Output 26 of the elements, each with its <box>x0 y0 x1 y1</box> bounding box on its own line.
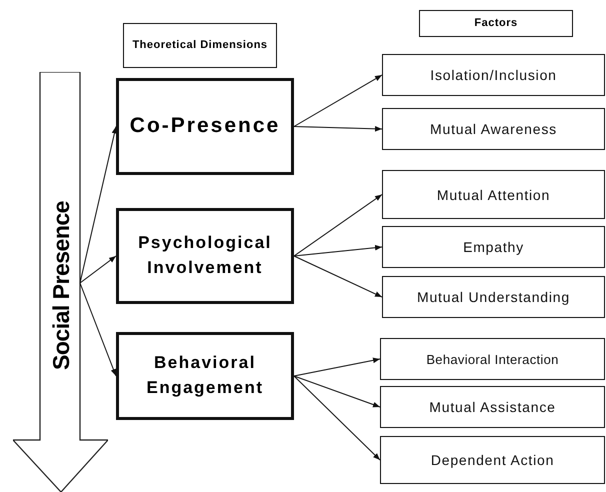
factor-box: Dependent Action <box>380 436 605 484</box>
factor-box: Empathy <box>382 226 605 268</box>
column-header: Factors <box>419 10 573 37</box>
factor-box: Isolation/Inclusion <box>382 54 605 96</box>
arrow <box>80 126 118 284</box>
dimension-box: Psychological Involvement <box>116 208 294 304</box>
factor-box: Mutual Attention <box>382 170 605 219</box>
arrow <box>294 376 380 408</box>
dimension-box: Co-Presence <box>116 78 294 175</box>
arrow <box>294 358 380 376</box>
vertical-label: Social Presence <box>48 200 74 370</box>
arrow <box>294 74 382 127</box>
arrow <box>294 244 382 256</box>
arrow <box>80 256 116 284</box>
column-header: Theoretical Dimensions <box>123 23 277 68</box>
factor-box: Behavioral Interaction <box>380 338 605 380</box>
down-arrow <box>13 72 108 492</box>
factor-box: Mutual Assistance <box>380 386 605 428</box>
arrow <box>294 376 380 460</box>
arrow <box>294 126 382 132</box>
arrow <box>294 194 382 256</box>
dimension-box: Behavioral Engagement <box>116 332 294 420</box>
arrow <box>80 282 116 376</box>
factor-box: Mutual Understanding <box>382 276 605 318</box>
arrow <box>294 256 382 298</box>
factor-box: Mutual Awareness <box>382 108 605 150</box>
